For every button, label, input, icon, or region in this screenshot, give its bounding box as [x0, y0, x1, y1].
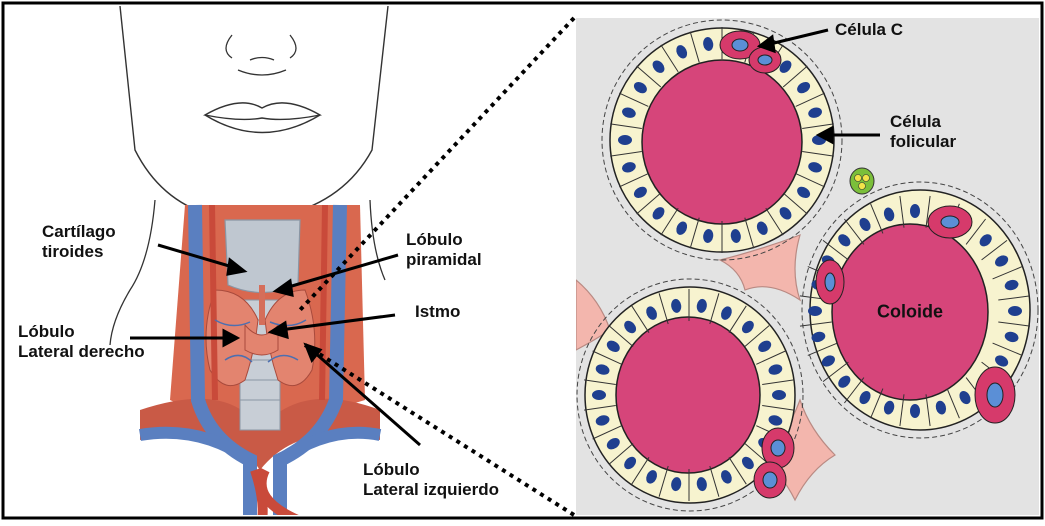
- label-coloide: Coloide: [877, 302, 943, 323]
- follicular-nucleus: [1008, 306, 1022, 316]
- follicular-nucleus: [808, 306, 822, 316]
- label-celula-folicular: Célula folicular: [890, 112, 956, 152]
- colloid-top: [642, 60, 802, 224]
- histology-panel: [576, 18, 1039, 515]
- label-cartilago-tiroides: Cartílago tiroides: [42, 222, 116, 262]
- eyebrow-lines: [226, 35, 296, 58]
- follicular-nucleus: [772, 390, 786, 400]
- follicular-nucleus: [592, 390, 606, 400]
- label-lobulo-lateral-derecho: Lóbulo Lateral derecho: [18, 322, 145, 362]
- follicular-nucleus: [618, 135, 632, 145]
- label-istmo: Istmo: [415, 302, 460, 322]
- label-celula-c: Célula C: [835, 20, 903, 40]
- colloid-bottom: [616, 317, 760, 473]
- label-lobulo-lateral-izquierdo: Lóbulo Lateral izquierdo: [363, 460, 499, 500]
- face-outline: [120, 6, 388, 215]
- upper-lip: [205, 103, 320, 120]
- label-lobulo-piramidal: Lóbulo piramidal: [406, 230, 482, 270]
- follicular-nucleus: [910, 404, 920, 418]
- capillary: [850, 168, 874, 194]
- nose-outline: [238, 58, 286, 76]
- follicular-nucleus: [910, 204, 920, 218]
